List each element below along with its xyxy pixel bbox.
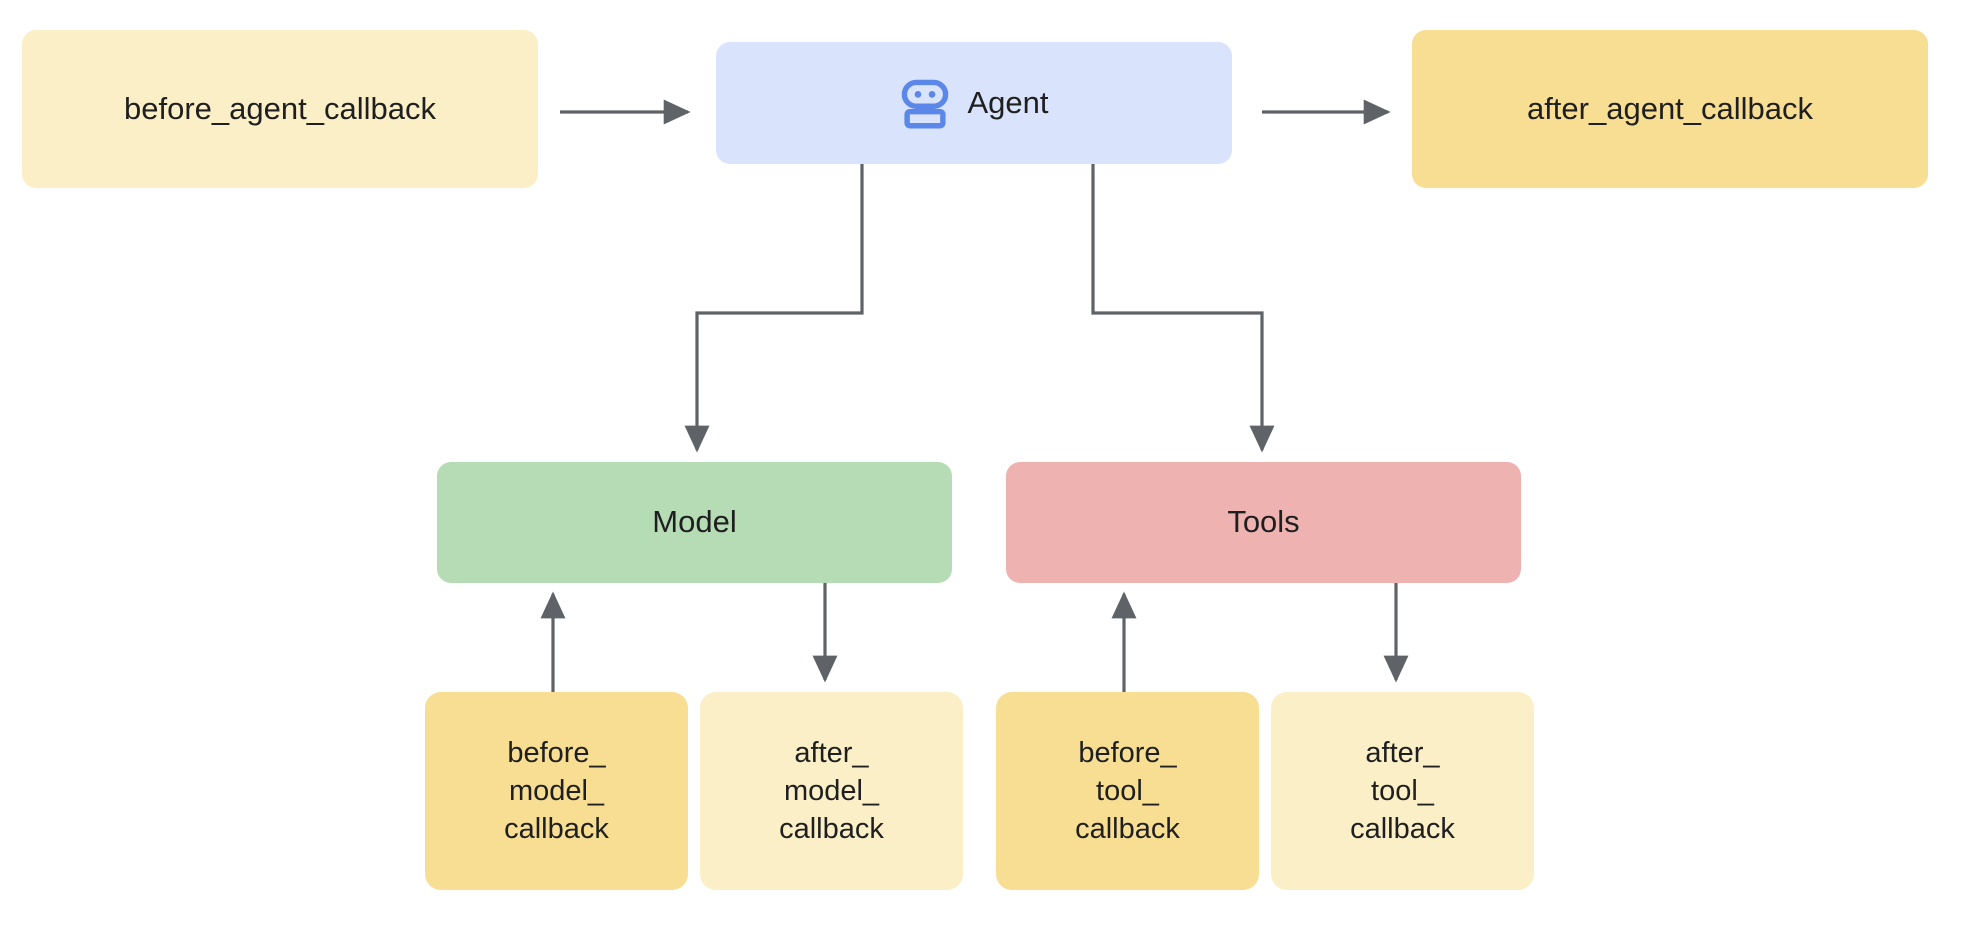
- node-agent[interactable]: Agent: [716, 42, 1232, 164]
- node-before-model-callback-label: before_ model_ callback: [504, 736, 609, 846]
- agent-content: Agent: [899, 77, 1049, 129]
- node-after-model-callback-label: after_ model_ callback: [779, 736, 884, 846]
- edge-agent-to-model: [684, 164, 864, 453]
- node-before-model-callback[interactable]: before_ model_ callback: [425, 692, 688, 890]
- node-before-agent-callback[interactable]: before_agent_callback: [22, 30, 538, 188]
- node-before-agent-callback-label: before_agent_callback: [124, 90, 436, 126]
- node-tools-label: Tools: [1227, 504, 1300, 540]
- node-after-agent-callback-label: after_agent_callback: [1526, 90, 1814, 126]
- robot-icon: [902, 79, 949, 129]
- node-agent-label: Agent: [967, 84, 1049, 120]
- node-after-tool-callback[interactable]: after_ tool_ callback: [1271, 692, 1534, 890]
- edge-agent-to-tools: [1091, 164, 1275, 453]
- node-before-tool-callback[interactable]: before_ tool_ callback: [996, 692, 1259, 890]
- node-model[interactable]: Model: [437, 462, 952, 583]
- node-after-model-callback[interactable]: after_ model_ callback: [700, 692, 963, 890]
- node-model-label: Model: [652, 504, 737, 540]
- node-after-tool-callback-label: after_ tool_ callback: [1350, 736, 1455, 846]
- node-before-tool-callback-label: before_ tool_ callback: [1075, 736, 1180, 846]
- node-tools[interactable]: Tools: [1006, 462, 1521, 583]
- node-after-agent-callback[interactable]: after_agent_callback: [1412, 30, 1928, 188]
